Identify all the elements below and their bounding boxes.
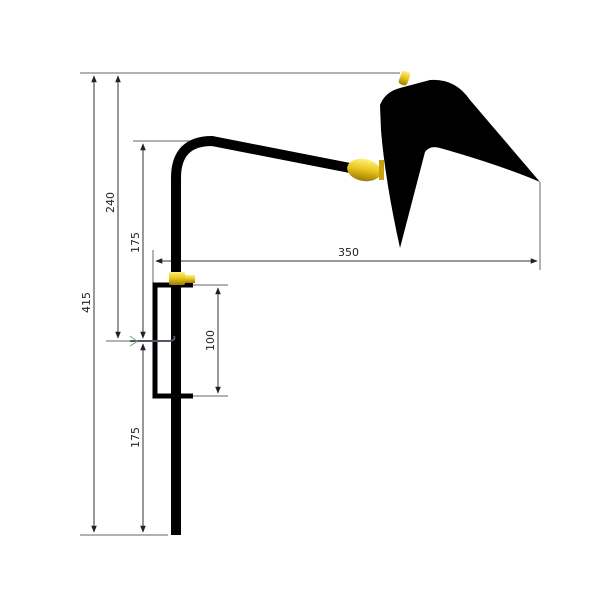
power-wire (130, 335, 176, 342)
dim-label-350: 350 (338, 246, 359, 259)
dim-label-100: 100 (204, 330, 217, 351)
extension-lines (80, 72, 541, 536)
brass-swivel-joint (347, 158, 384, 182)
dimension-lines (91, 75, 538, 533)
brass-finial (398, 70, 411, 86)
dim-label-175-upper: 175 (129, 232, 142, 253)
lamp-arm (171, 135, 351, 535)
dim-label-415: 415 (80, 292, 93, 313)
dim-label-175-lower: 175 (129, 427, 142, 448)
brass-set-screw (169, 272, 195, 285)
dim-label-240: 240 (104, 192, 117, 213)
lamp-shade (380, 79, 540, 248)
